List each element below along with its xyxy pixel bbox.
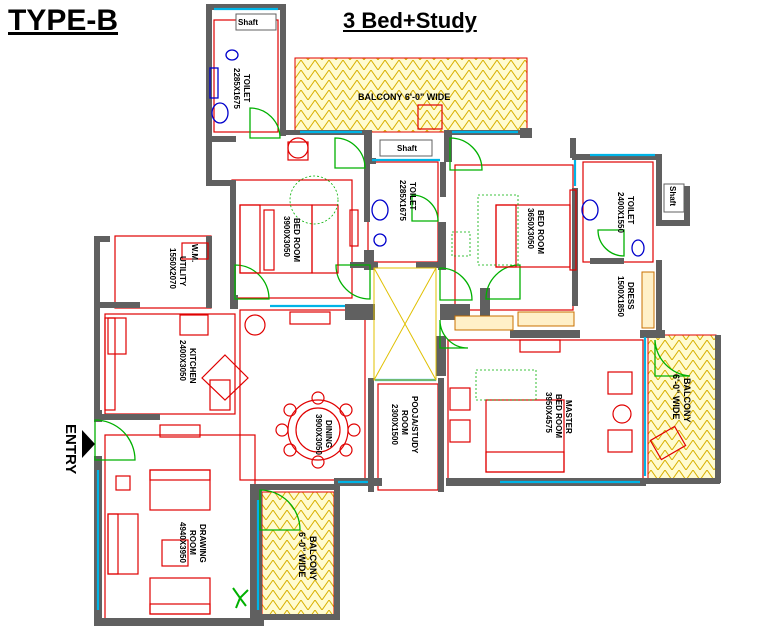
pooja-size: 2300X1500 (390, 404, 399, 445)
utility-label: UTILITY (178, 256, 187, 287)
drawing-sub: ROOM (188, 530, 197, 555)
plan-type-title: TYPE-B (8, 4, 119, 37)
toilet-1-label: TOILET (242, 74, 251, 102)
toilet-2-label: TOILET (408, 182, 417, 210)
entry-label: ENTRY (62, 424, 79, 474)
windows (96, 7, 655, 610)
master-sub: BED ROOM (554, 394, 563, 438)
entry-arrow-icon (82, 430, 95, 458)
toilet-3-size: 2400X1550 (616, 192, 625, 233)
dining-size: 3900X3050 (314, 414, 323, 455)
master-size: 3950X4575 (544, 392, 553, 433)
shaft-right (663, 183, 685, 213)
door-swings (94, 107, 691, 531)
pooja-sub: ROOM (400, 410, 409, 435)
balcony-bottom-label-1: BALCONY (308, 536, 318, 581)
bedroom-1-label: BED ROOM (292, 218, 301, 262)
drawing-size: 4940X3950 (178, 522, 187, 563)
balcony-right-label-1: BALCONY (682, 378, 692, 423)
corridor-void (373, 267, 437, 381)
drawing-label: DRAWING (198, 524, 207, 563)
furniture (104, 104, 687, 615)
balcony-bottom-label-2: 6'-0" WIDE (297, 532, 307, 577)
kitchen-label: KITCHEN (188, 348, 197, 384)
kitchen-size: 2400X3050 (178, 340, 187, 381)
rugs (289, 175, 537, 401)
toilet-1-size: 2285X1675 (232, 68, 241, 109)
shaft-mid (379, 139, 433, 157)
utility-size: 1550X2070 (168, 248, 177, 289)
balcony-top-label: BALCONY 6'-0" WIDE (358, 92, 450, 102)
plan-title: 3 Bed+Study (343, 8, 477, 33)
plant-icon (232, 587, 249, 609)
balcony-right-label-2: 6'-0" WIDE (671, 374, 681, 419)
dining-label: DINING (324, 420, 333, 448)
pooja-label: POOJA/STUDY (410, 396, 419, 454)
wardrobes (454, 271, 655, 331)
toilet-2-size: 2285X1675 (398, 180, 407, 221)
balcony-top-area (294, 57, 528, 133)
bedroom-1-size: 3900X3050 (282, 216, 291, 257)
bedroom-2-label: BED ROOM (536, 210, 545, 254)
bedroom-2-size: 3650X3050 (526, 208, 535, 249)
shaft-top (235, 13, 277, 31)
shaft-top-label: Shaft (238, 18, 258, 27)
balcony-right-area (647, 334, 717, 481)
sanitary-fixtures (209, 49, 645, 257)
dress-size: 1500X1850 (616, 276, 625, 317)
shaft-right-label: Shaft (668, 186, 677, 206)
shaft-mid-label: Shaft (397, 144, 417, 153)
toilet-3-label: TOILET (626, 196, 635, 224)
master-label: MASTER (564, 400, 573, 434)
washing-machine-label: W.M. (190, 244, 199, 262)
dress-label: DRESS (626, 282, 635, 310)
